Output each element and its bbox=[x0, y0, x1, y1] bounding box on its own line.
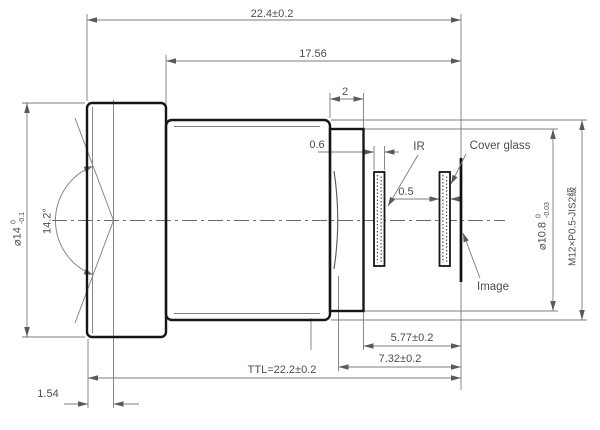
dim-thread-spec: M12×P0.5-JIS2級 bbox=[566, 187, 579, 266]
cone-angle-value: 14.2° bbox=[42, 208, 54, 234]
dim-overall-length: 22.4±0.2 bbox=[251, 8, 294, 20]
dimension-arrowheads bbox=[24, 17, 585, 407]
cone-angle-construction bbox=[55, 117, 114, 324]
dim-thread-length: 2 bbox=[342, 86, 348, 98]
dim-flange-to-image: 5.77±0.2 bbox=[391, 332, 434, 344]
rear-lens-surface bbox=[333, 170, 339, 270]
dim-front-to-image: 17.56 bbox=[299, 48, 327, 60]
thread-section-m12 bbox=[328, 127, 365, 313]
dim-vertex-to-image: 7.32±0.2 bbox=[379, 353, 422, 365]
label-ir-filter: IR bbox=[413, 141, 425, 153]
dim-total-track: TTL=22.2±0.2 bbox=[248, 364, 317, 376]
dim-ir-filter: 0.6 bbox=[309, 139, 324, 151]
thread-spec-value: M12×P0.5-JIS2級 bbox=[566, 187, 579, 266]
rear-diameter-value: ⌀10.8 bbox=[537, 222, 549, 250]
dim-front-diameter: ⌀14 0 -0.1 bbox=[11, 212, 27, 246]
cover-glass bbox=[438, 171, 451, 267]
dimension-lines bbox=[26, 19, 583, 405]
label-cover-glass: Cover glass bbox=[470, 140, 531, 152]
front-barrel bbox=[85, 101, 168, 339]
dim-cone-angle: 14.2° bbox=[42, 208, 54, 234]
dim-rear-diameter: ⌀10.8 0 -0.03 bbox=[536, 202, 552, 250]
label-image-plane: Image bbox=[477, 281, 509, 293]
extension-lines bbox=[22, 14, 587, 408]
rear-diameter-tol-upper: 0 bbox=[536, 214, 543, 218]
leader-lines bbox=[387, 153, 481, 279]
front-diameter-tol-lower: -0.1 bbox=[19, 212, 26, 224]
ir-filter bbox=[373, 171, 386, 267]
front-diameter-tol-upper: 0 bbox=[11, 220, 18, 224]
front-diameter-value: ⌀14 bbox=[12, 227, 24, 246]
dim-front-recess-depth: 1.54 bbox=[37, 388, 58, 400]
main-barrel bbox=[164, 118, 332, 322]
dim-cover-glass: 0.5 bbox=[398, 186, 413, 198]
rear-diameter-tol-lower: -0.03 bbox=[544, 202, 551, 218]
